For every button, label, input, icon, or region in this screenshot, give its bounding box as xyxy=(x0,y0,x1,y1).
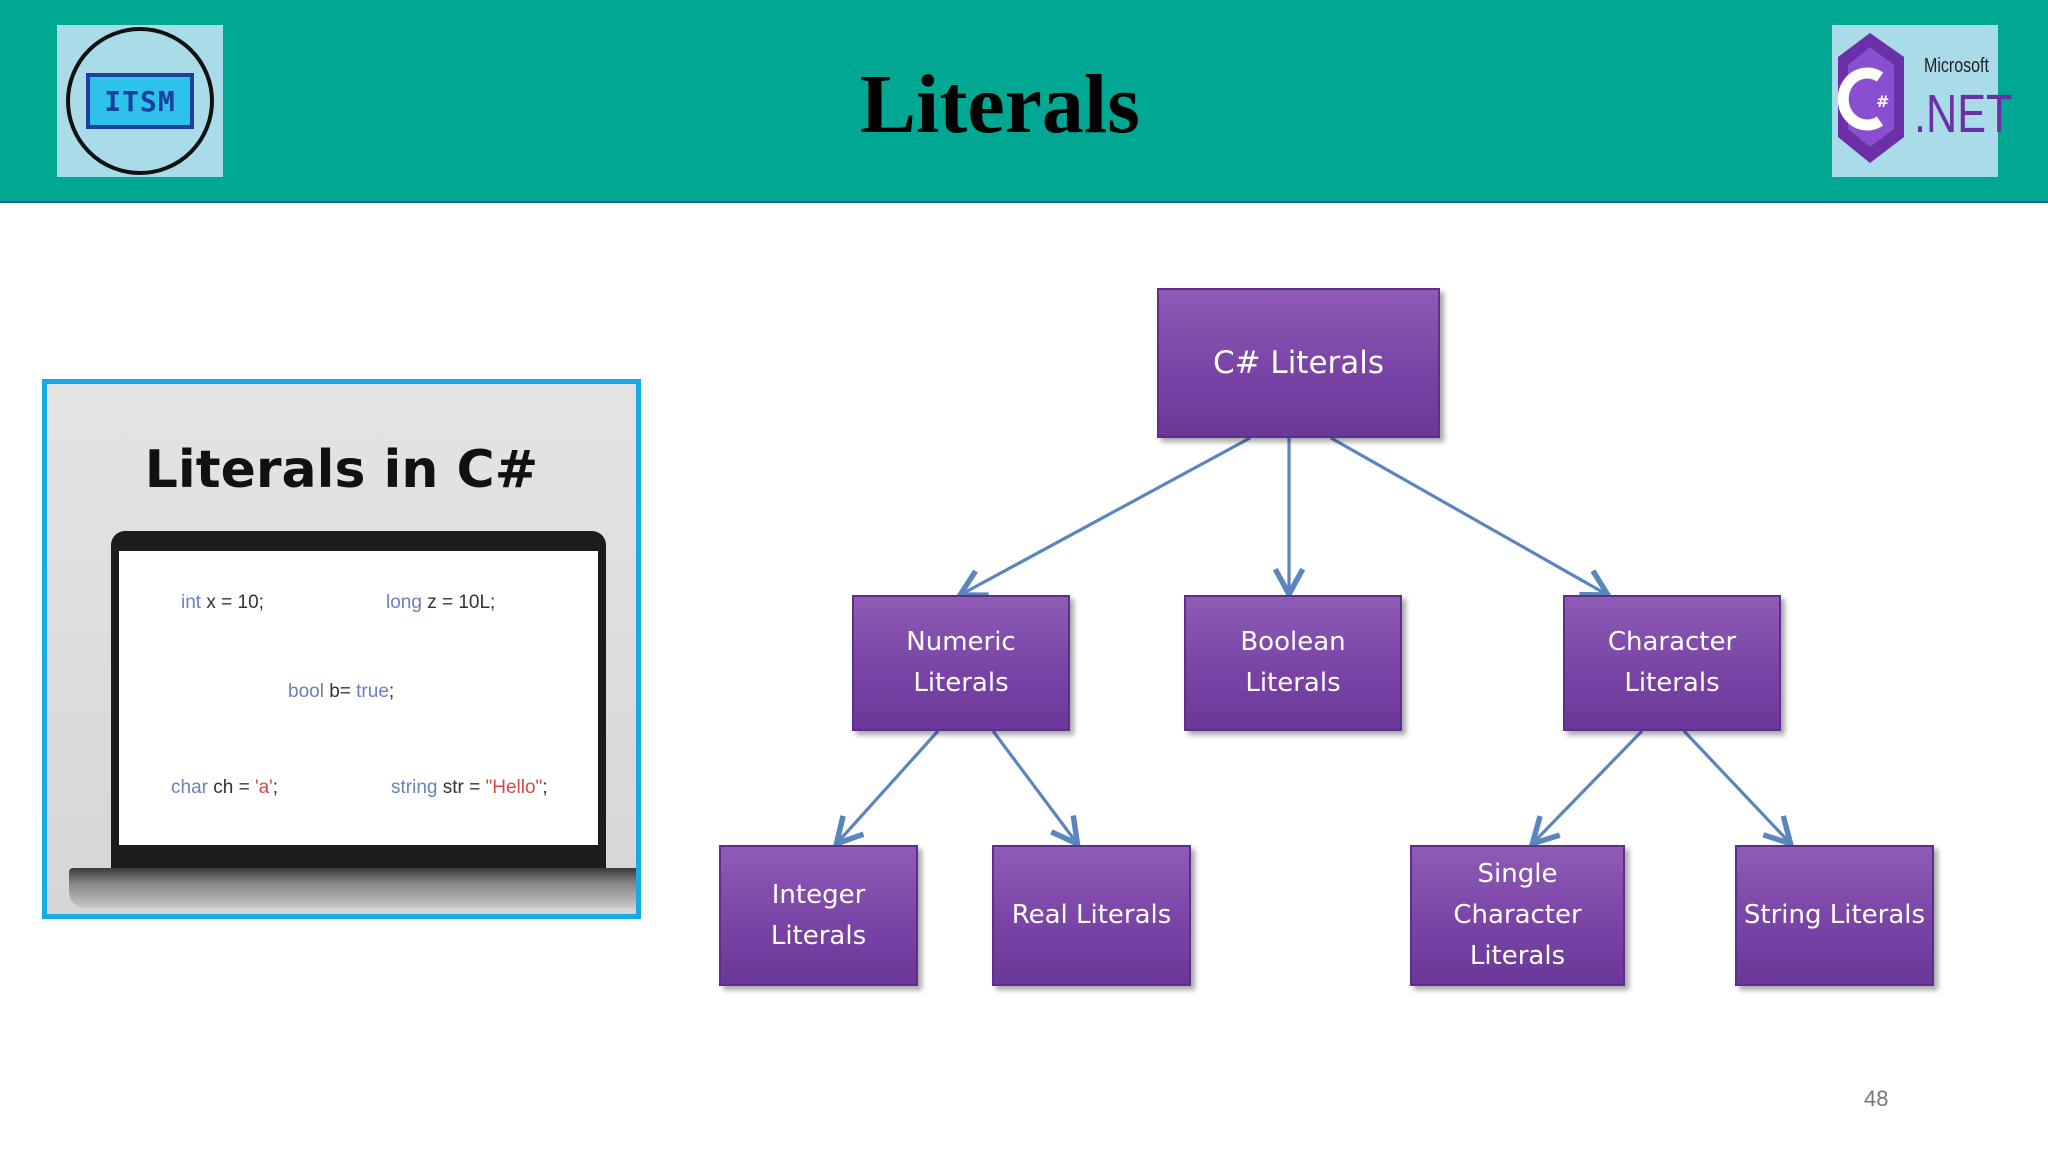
dotnet-logo: # Microsoft .NET xyxy=(1832,25,2012,177)
node-real-literals: Real Literals xyxy=(992,845,1191,986)
connector-root-character xyxy=(1330,436,1606,594)
logo-badge: ITSM xyxy=(86,73,194,129)
code-int: int x = 10; xyxy=(181,592,264,613)
node-boolean-literals: Boolean Literals xyxy=(1184,595,1402,731)
connector-numeric-real xyxy=(991,730,1076,842)
node-numeric-literals: Numeric Literals xyxy=(852,595,1070,731)
logo-ring: ITSM xyxy=(66,27,214,175)
node-string-literals: String Literals xyxy=(1735,845,1934,986)
node-character-literals: Character Literals xyxy=(1563,595,1781,731)
node-single-character-literals: Single Character Literals xyxy=(1410,845,1625,986)
node-integer-literals: Integer Literals xyxy=(719,845,918,986)
laptop-screen xyxy=(119,551,598,845)
connector-root-numeric xyxy=(962,436,1251,594)
literals-in-csharp-image: Literals in C# int x = 10; long z = 10L;… xyxy=(42,379,641,919)
code-bool: bool b= true; xyxy=(288,681,395,702)
itsm-logo: ITSM xyxy=(57,25,223,177)
microsoft-label: Microsoft xyxy=(1924,55,1989,77)
slide-header: ITSM Literals # Microsoft .NET xyxy=(0,0,2048,203)
connector-character-single xyxy=(1534,729,1644,842)
image-title: Literals in C# xyxy=(144,440,539,500)
laptop-keyboard-base xyxy=(69,868,636,908)
code-string: string str = "Hello"; xyxy=(391,777,548,798)
code-long: long z = 10L; xyxy=(386,592,496,613)
slide-title: Literals xyxy=(860,58,1140,151)
connector-numeric-integer xyxy=(838,729,940,842)
connector-character-string xyxy=(1682,729,1789,842)
dotnet-label: .NET xyxy=(1914,84,2013,144)
svg-text:#: # xyxy=(1876,92,1889,111)
node-csharp-literals: C# Literals xyxy=(1157,288,1440,438)
code-char: char ch = 'a'; xyxy=(171,777,279,798)
csharp-hexagon-icon: # xyxy=(1837,33,1904,163)
page-number: 48 xyxy=(1864,1086,1889,1111)
logo-text: ITSM xyxy=(104,84,176,118)
